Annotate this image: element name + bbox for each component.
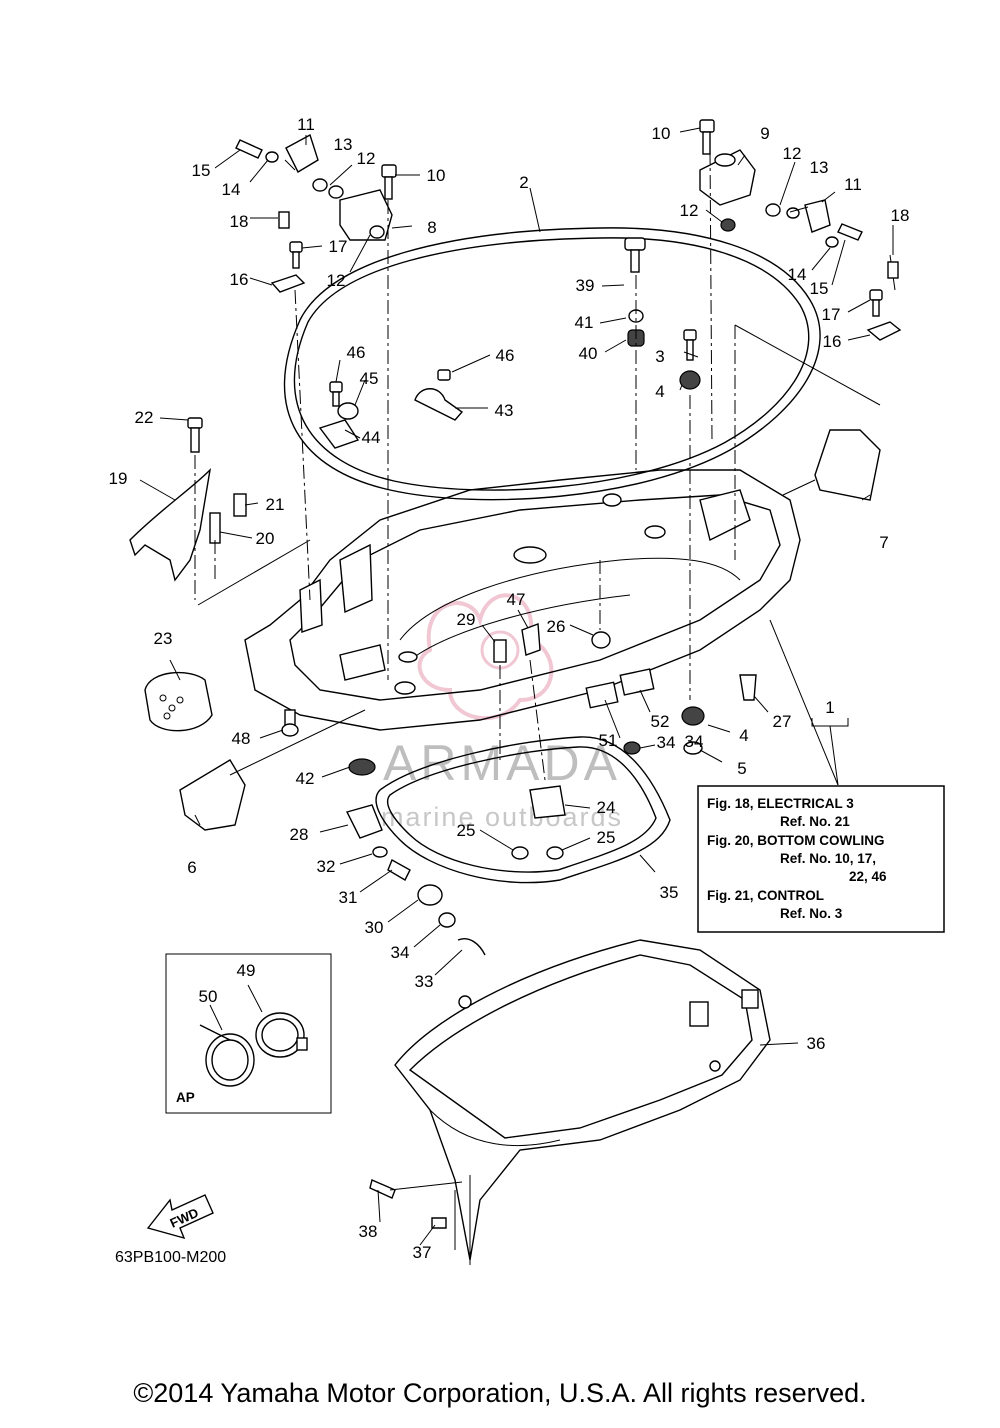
callout-label: 18 xyxy=(891,206,910,225)
callout-label: 47 xyxy=(507,590,526,609)
callout-label: 12 xyxy=(680,201,699,220)
callout-label: 3 xyxy=(655,347,664,366)
callout-label: 32 xyxy=(317,857,336,876)
lower-apron-part-36 xyxy=(394,939,771,1261)
callout-label: 24 xyxy=(597,798,616,817)
bottom-cowling-part-1 xyxy=(244,469,801,731)
callout-label: 50 xyxy=(199,987,218,1006)
reference-line: Fig. 20, BOTTOM COWLING xyxy=(707,833,885,848)
watermark-logo xyxy=(417,593,554,720)
callout-label: 11 xyxy=(297,115,315,134)
callout-label: 5 xyxy=(737,759,746,778)
front-cover-part-19 xyxy=(129,467,247,582)
callout-label: 20 xyxy=(256,529,275,548)
callout-label: 31 xyxy=(339,888,358,907)
callout-label: 39 xyxy=(576,276,595,295)
callout-label: 16 xyxy=(230,270,249,289)
callout-label: 26 xyxy=(547,617,566,636)
callout-label: 14 xyxy=(222,180,241,199)
callout-label: 34 xyxy=(391,943,410,962)
reference-line: Fig. 21, CONTROL xyxy=(707,888,824,903)
reference-line: Fig. 18, ELECTRICAL 3 xyxy=(707,796,854,811)
callout-label: 2 xyxy=(519,173,528,192)
callout-label: 48 xyxy=(232,729,251,748)
diagram-code: 63PB100-M200 xyxy=(115,1249,226,1266)
reference-line: Ref. No. 10, 17, xyxy=(780,851,876,866)
callout-label: 22 xyxy=(135,408,154,427)
callout-label: 10 xyxy=(652,124,671,143)
callout-label: 15 xyxy=(192,161,211,180)
callout-label: 34 xyxy=(657,733,676,752)
callout-label: 37 xyxy=(413,1243,432,1262)
callout-label: 51 xyxy=(599,731,618,750)
callout-label: 17 xyxy=(329,237,348,256)
callout-label: 35 xyxy=(660,883,679,902)
callout-label: 12 xyxy=(783,144,802,163)
reference-line: 22, 46 xyxy=(849,869,887,884)
callout-label: 46 xyxy=(496,346,515,365)
callout-label: 11 xyxy=(844,175,862,194)
callout-label: 9 xyxy=(760,124,769,143)
callout-label: 44 xyxy=(362,428,381,447)
callout-label: 17 xyxy=(822,305,841,324)
callout-label: 43 xyxy=(495,401,514,420)
callout-label: 15 xyxy=(810,279,829,298)
callout-label: 1 xyxy=(825,698,834,717)
callout-label: 28 xyxy=(290,825,309,844)
hardware-parts xyxy=(144,119,902,1229)
callout-label: 13 xyxy=(334,135,353,154)
callout-label: 36 xyxy=(807,1034,826,1053)
watermark-title: ARMADA xyxy=(383,735,621,791)
fwd-label: FWD xyxy=(168,1205,201,1231)
callout-label: 14 xyxy=(788,265,807,284)
leader-lines xyxy=(139,127,894,1246)
assembly-lines xyxy=(194,149,881,1265)
callout-label: 19 xyxy=(109,469,128,488)
callout-label: 45 xyxy=(360,369,379,388)
callout-label: 4 xyxy=(655,382,664,401)
callout-label: 40 xyxy=(579,344,598,363)
callout-label: 10 xyxy=(427,166,446,185)
seal-ring-part-2 xyxy=(283,227,821,501)
callout-label: 30 xyxy=(365,918,384,937)
callout-label: 25 xyxy=(597,828,616,847)
callout-label: 12 xyxy=(357,149,376,168)
callout-label: 38 xyxy=(359,1222,378,1241)
copyright-notice: ©2014 Yamaha Motor Corporation, U.S.A. A… xyxy=(133,1378,867,1408)
callout-label: 6 xyxy=(187,858,196,877)
callout-label: 34 xyxy=(685,732,704,751)
callout-numbers: 2 3 4 4 5 6 7 8 9 10 10 11 11 12 12 12 1… xyxy=(109,115,910,1262)
reference-box xyxy=(697,785,945,933)
apron-seal-part-35 xyxy=(375,736,671,884)
reference-line: Ref. No. 3 xyxy=(780,906,843,921)
callout-label: 29 xyxy=(457,610,476,629)
callout-label: 16 xyxy=(823,332,842,351)
callout-label: 52 xyxy=(651,712,670,731)
callout-label: 12 xyxy=(327,271,346,290)
reference-line: Ref. No. 21 xyxy=(780,814,850,829)
callout-label: 13 xyxy=(810,158,829,177)
callout-label: 7 xyxy=(879,533,888,552)
callout-label: 23 xyxy=(154,629,173,648)
callout-label: 46 xyxy=(347,343,366,362)
inset-label: AP xyxy=(176,1090,195,1105)
callout-label: 8 xyxy=(427,218,436,237)
inset-ap-box xyxy=(165,953,332,1114)
callout-label: 41 xyxy=(575,313,594,332)
callout-label: 33 xyxy=(415,972,434,991)
callout-label: 18 xyxy=(230,212,249,231)
callout-label: 49 xyxy=(237,961,256,980)
fwd-arrow-icon xyxy=(146,1194,214,1240)
callout-label: 4 xyxy=(739,726,748,745)
callout-label: 42 xyxy=(296,769,315,788)
callout-label: 25 xyxy=(457,821,476,840)
callout-label: 21 xyxy=(266,495,285,514)
callout-label: 27 xyxy=(773,712,792,731)
watermark-subtitle: marine outboards xyxy=(381,802,623,832)
reference-bracket xyxy=(769,619,849,786)
